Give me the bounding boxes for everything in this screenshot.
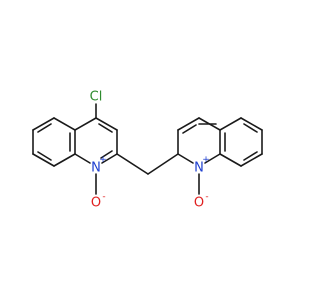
left-pyridine-ring: [74, 103, 118, 195]
right-pyridine-ring: [177, 117, 221, 195]
nitrogen-right-charge: +: [202, 155, 210, 165]
molecule-structure: Cl N + O - N + O -: [32, 90, 263, 211]
oxygen-right-charge: -: [205, 192, 208, 202]
nitrogen-left-label: N: [91, 161, 101, 176]
oxygen-left-charge: -: [102, 192, 105, 202]
oxygen-right-label: O: [194, 196, 204, 211]
right-benzo-ring: [219, 117, 263, 167]
oxygen-left-label: O: [91, 196, 101, 211]
molecule-canvas: Cl N + O - N + O -: [32, 90, 263, 211]
left-benzo-ring: [32, 117, 76, 167]
chlorine-label: Cl: [90, 90, 103, 105]
methylene-bridge: [116, 153, 179, 175]
nitrogen-right-label: N: [194, 161, 204, 176]
nitrogen-left-charge: +: [99, 155, 107, 165]
